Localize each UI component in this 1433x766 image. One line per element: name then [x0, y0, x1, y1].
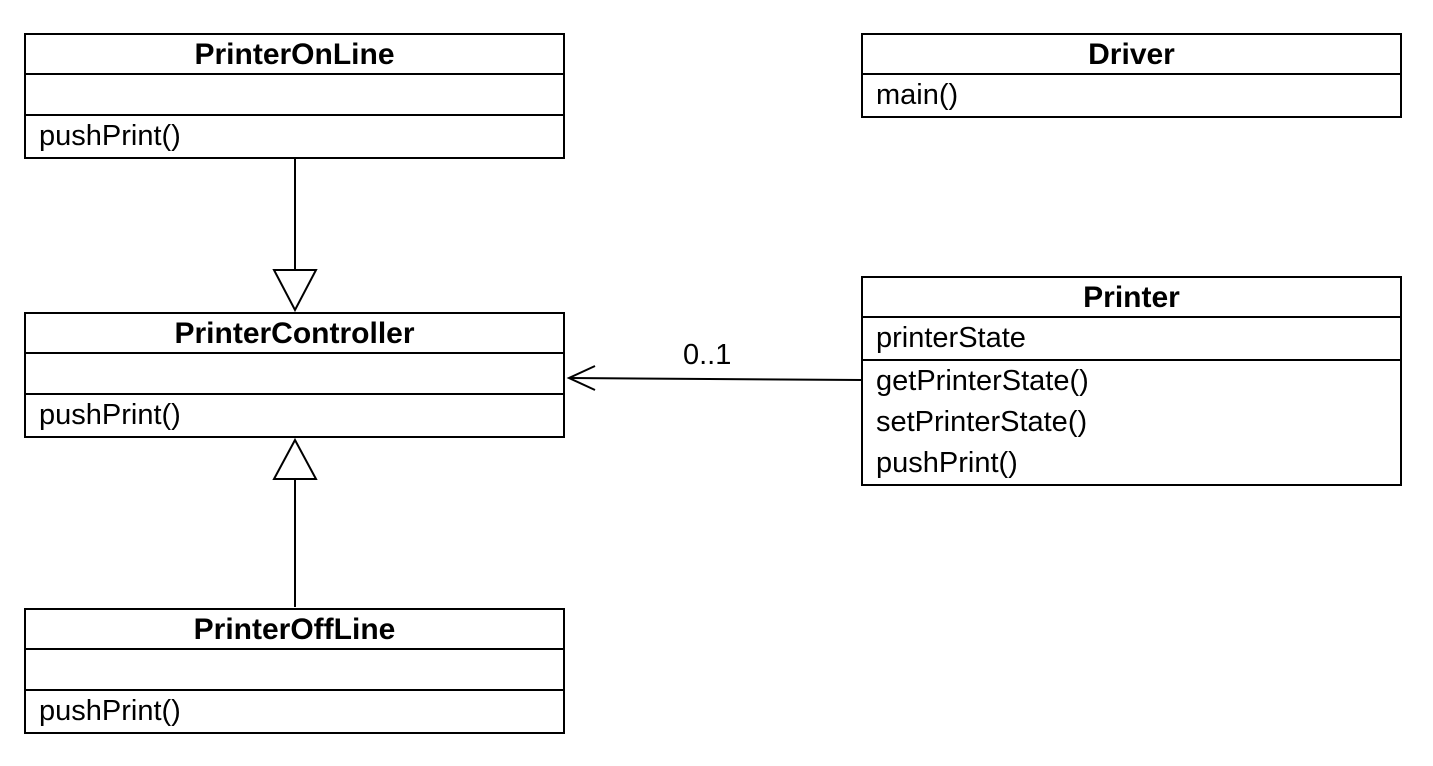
- open-arrowhead: [566, 365, 596, 391]
- method-item: setPrinterState(): [876, 406, 1088, 438]
- method-item: pushPrint(): [39, 399, 181, 431]
- class-printer[interactable]: Printer printerState getPrinterState() s…: [861, 276, 1402, 486]
- class-printer-controller[interactable]: PrinterController pushPrint(): [24, 312, 565, 438]
- method-item: pushPrint(): [39, 120, 181, 152]
- association-line: [569, 377, 863, 381]
- method-item: pushPrint(): [39, 695, 181, 727]
- class-name: PrinterController: [26, 314, 563, 354]
- class-name: PrinterOnLine: [26, 35, 563, 75]
- methods-section: main(): [863, 75, 1400, 116]
- hollow-triangle-arrowhead: [272, 437, 318, 480]
- attribute-item: printerState: [876, 322, 1026, 354]
- class-name: PrinterOffLine: [26, 610, 563, 650]
- methods-section: pushPrint(): [26, 691, 563, 732]
- class-driver[interactable]: Driver main(): [861, 33, 1402, 118]
- class-name: Driver: [863, 35, 1400, 75]
- association-multiplicity: 0..1: [683, 339, 732, 371]
- attributes-section: [26, 650, 563, 691]
- class-printer-on-line[interactable]: PrinterOnLine pushPrint(): [24, 33, 565, 159]
- methods-section: pushPrint(): [26, 395, 563, 436]
- methods-section: pushPrint(): [26, 116, 563, 157]
- class-name: Printer: [863, 278, 1400, 318]
- method-item: getPrinterState(): [876, 365, 1089, 397]
- generalization-online-to-controller: [272, 159, 318, 313]
- attributes-section: [26, 354, 563, 395]
- attributes-section: [26, 75, 563, 116]
- class-printer-off-line[interactable]: PrinterOffLine pushPrint(): [24, 608, 565, 734]
- method-item: pushPrint(): [876, 447, 1018, 479]
- attributes-section: printerState: [863, 318, 1400, 361]
- generalization-offline-to-controller: [272, 437, 318, 607]
- methods-section: getPrinterState() setPrinterState() push…: [863, 361, 1400, 484]
- method-item: main(): [876, 79, 959, 111]
- hollow-triangle-arrowhead: [272, 269, 318, 313]
